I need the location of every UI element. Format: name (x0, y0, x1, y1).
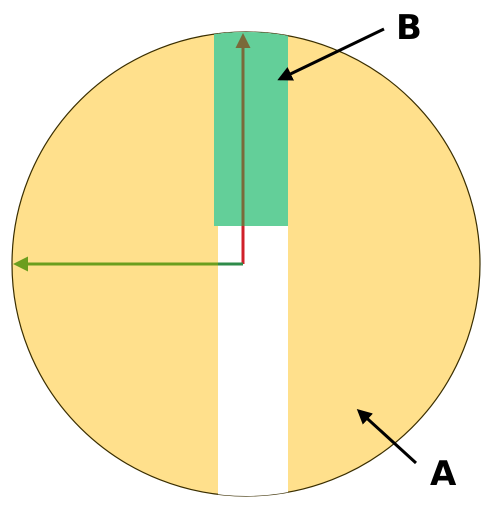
label-a: A (430, 454, 457, 494)
block-region-b (214, 32, 288, 226)
label-b: B (396, 8, 422, 48)
callout-arrow-b (277, 27, 385, 81)
callout-arrow-a (356, 408, 418, 465)
